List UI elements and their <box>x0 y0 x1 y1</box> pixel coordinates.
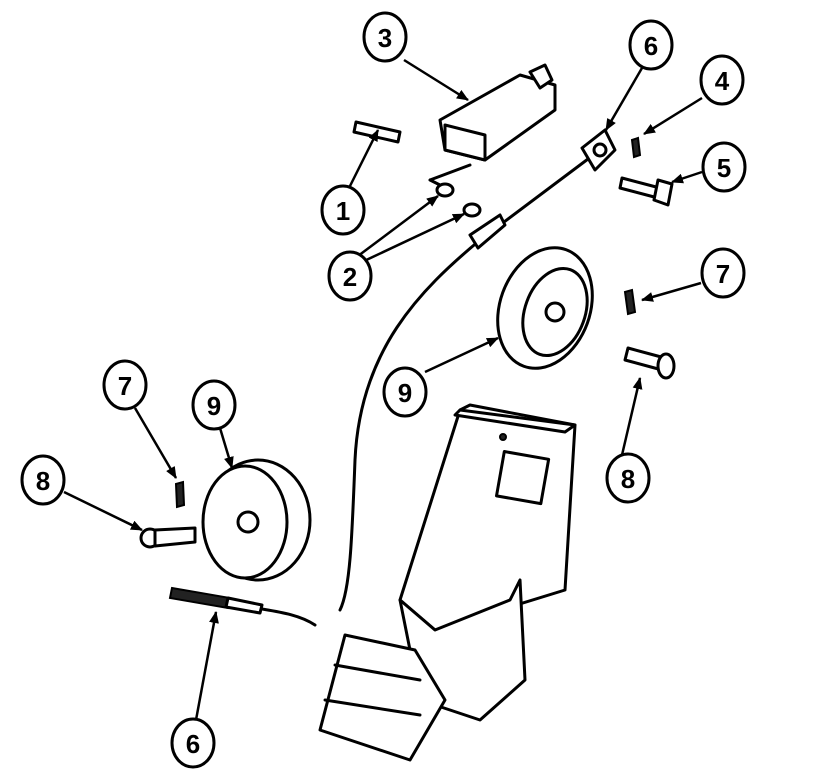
pulley-part-9-right <box>496 246 594 370</box>
arrow-7-left <box>133 407 178 479</box>
housing-part <box>318 403 577 762</box>
clip-pin-part-7-left <box>174 480 186 509</box>
callout-5: 5 <box>701 141 747 193</box>
callout-3: 3 <box>362 11 408 63</box>
washers-part-2 <box>435 182 482 218</box>
bolt-part-8-left <box>139 526 197 549</box>
arrow-4 <box>643 96 703 136</box>
arrow-8-right <box>620 377 643 456</box>
callout-8-left: 8 <box>20 454 66 506</box>
svg-text:6: 6 <box>644 31 658 61</box>
svg-text:2: 2 <box>343 262 357 292</box>
svg-text:4: 4 <box>715 66 730 96</box>
arrow-6-top <box>604 67 644 131</box>
arrow-7-right <box>641 281 702 302</box>
callout-9-mid: 9 <box>382 366 428 418</box>
callout-9-left: 9 <box>191 379 237 431</box>
cable-end-part-6 <box>168 586 317 627</box>
svg-text:7: 7 <box>716 259 730 289</box>
cable-part-6 <box>338 128 617 612</box>
svg-text:6: 6 <box>186 729 200 759</box>
arrow-5 <box>671 170 703 184</box>
svg-text:8: 8 <box>36 466 50 496</box>
arrow-1 <box>348 129 380 187</box>
arrow-8-left <box>63 490 143 532</box>
callout-7-right: 7 <box>700 247 746 299</box>
arrow-9-left <box>218 427 234 469</box>
clip-pin-part-7-right <box>623 288 637 316</box>
arrow-9-mid <box>424 336 499 374</box>
callout-4: 4 <box>699 54 745 106</box>
callout-7-left: 7 <box>102 359 148 411</box>
bracket-part-3 <box>428 63 557 192</box>
arrow-2b <box>361 212 465 264</box>
arrow-2a <box>357 195 439 257</box>
callout-8-right: 8 <box>605 452 651 504</box>
callout-6-top: 6 <box>628 19 674 71</box>
svg-text:9: 9 <box>398 378 412 408</box>
svg-text:7: 7 <box>118 371 132 401</box>
arrow-6-bottom <box>194 611 219 721</box>
bolt-part-8-right <box>623 346 676 380</box>
callout-1: 1 <box>320 184 366 236</box>
pulley-part-9-left <box>201 458 312 582</box>
svg-text:8: 8 <box>621 464 635 494</box>
svg-text:3: 3 <box>378 23 392 53</box>
callout-6-bottom: 6 <box>170 717 216 769</box>
svg-text:1: 1 <box>336 196 350 226</box>
svg-text:9: 9 <box>207 391 221 421</box>
svg-text:5: 5 <box>717 153 731 183</box>
bolt-part-5 <box>618 176 674 207</box>
clip-pin-part-4 <box>630 136 642 159</box>
arrow-3 <box>403 58 469 102</box>
callout-2: 2 <box>327 250 373 302</box>
